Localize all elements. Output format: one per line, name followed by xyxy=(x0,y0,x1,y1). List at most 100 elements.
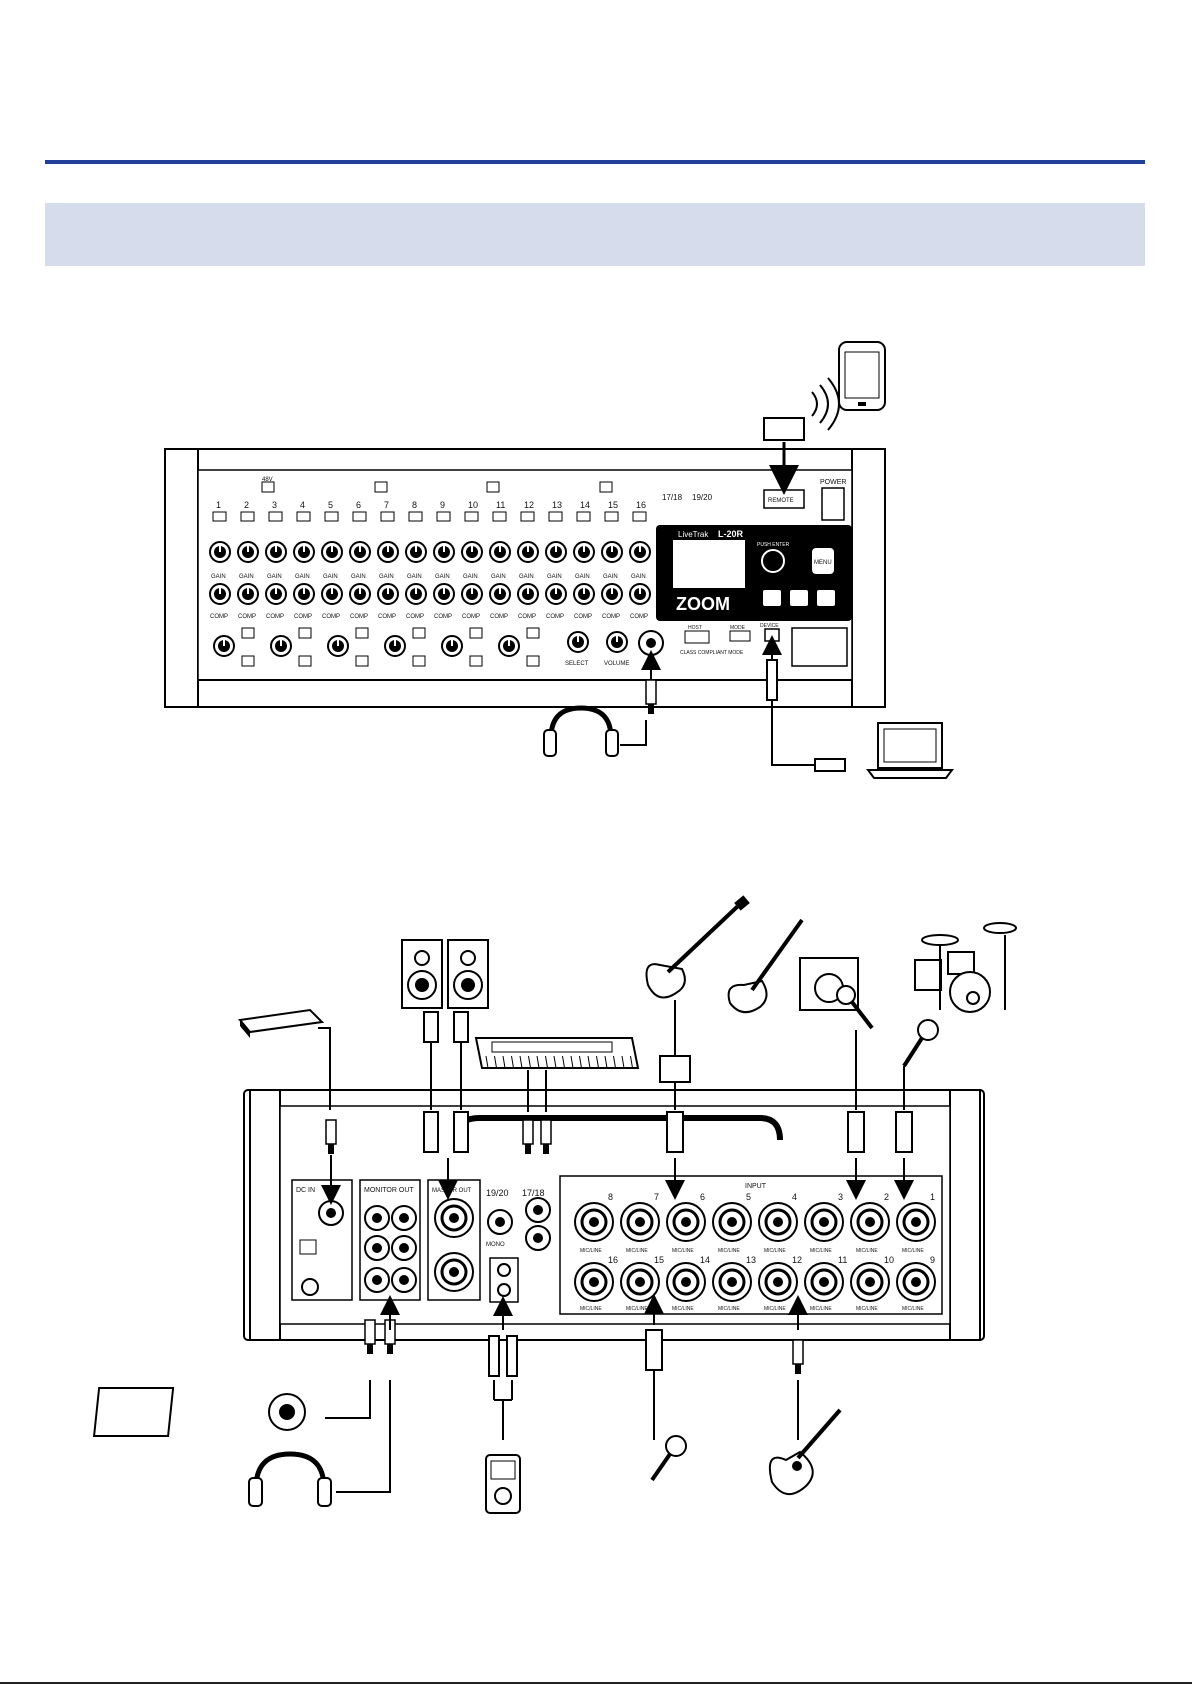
monitor-button[interactable] xyxy=(298,627,312,639)
xlr-combo-input[interactable] xyxy=(711,1201,753,1243)
comp-knob[interactable] xyxy=(517,583,539,605)
gain-knob[interactable] xyxy=(545,541,567,563)
xlr-combo-input[interactable] xyxy=(757,1261,799,1303)
pad-button[interactable] xyxy=(408,511,423,522)
gain-knob[interactable] xyxy=(237,541,259,563)
gain-knob[interactable] xyxy=(265,541,287,563)
comp-knob[interactable] xyxy=(237,583,259,605)
monitor-master-row[interactable] xyxy=(213,627,540,667)
comp-knob[interactable] xyxy=(377,583,399,605)
comp-knob[interactable] xyxy=(433,583,455,605)
monitor-button[interactable] xyxy=(241,627,255,639)
play-button[interactable] xyxy=(790,590,808,606)
pad-button[interactable] xyxy=(436,511,451,522)
comp-knob[interactable] xyxy=(461,583,483,605)
xlr-combo-input[interactable] xyxy=(619,1201,661,1243)
power-switch[interactable] xyxy=(821,487,845,521)
pad-button[interactable] xyxy=(296,511,311,522)
rca-l[interactable] xyxy=(497,1263,511,1277)
pad-button[interactable] xyxy=(576,511,591,522)
comp-knob[interactable] xyxy=(545,583,567,605)
xlr-combo-input[interactable] xyxy=(665,1201,707,1243)
pad-button[interactable] xyxy=(520,511,535,522)
comp-knob[interactable] xyxy=(405,583,427,605)
monitor-knob[interactable] xyxy=(327,635,349,657)
monitor-knob[interactable] xyxy=(498,635,520,657)
comp-knob[interactable] xyxy=(489,583,511,605)
pad-button[interactable] xyxy=(632,511,647,522)
stop-button[interactable] xyxy=(763,590,781,606)
phantom-buttons[interactable] xyxy=(261,481,613,493)
monitor-button[interactable] xyxy=(355,627,369,639)
gain-knob[interactable] xyxy=(601,541,623,563)
sd-card-slot[interactable] xyxy=(791,627,848,667)
gain-knob[interactable] xyxy=(321,541,343,563)
gain-knob[interactable] xyxy=(517,541,539,563)
gain-knob[interactable] xyxy=(573,541,595,563)
xlr-combo-input[interactable] xyxy=(757,1201,799,1243)
monitor-mute-button[interactable] xyxy=(355,655,369,667)
pad-button[interactable] xyxy=(380,511,395,522)
gain-knob[interactable] xyxy=(629,541,651,563)
monitor-button[interactable] xyxy=(412,627,426,639)
monitor-mute-button[interactable] xyxy=(469,655,483,667)
xlr-combo-input[interactable] xyxy=(573,1201,615,1243)
gain-knob[interactable] xyxy=(461,541,483,563)
gain-knob[interactable] xyxy=(377,541,399,563)
record-button[interactable] xyxy=(817,590,835,606)
host-port[interactable] xyxy=(684,630,710,644)
master-out-r[interactable] xyxy=(433,1251,475,1293)
monitor-button[interactable] xyxy=(469,627,483,639)
comp-knob[interactable] xyxy=(629,583,651,605)
ch1718-jack-r[interactable] xyxy=(525,1225,551,1251)
channel-knobs[interactable]: GAINCOMPGAINCOMPGAINCOMPGAINCOMPGAINCOMP… xyxy=(209,511,651,620)
mic-line-inputs[interactable]: 8MIC/LINE7MIC/LINE6MIC/LINE5MIC/LINE4MIC… xyxy=(573,1192,937,1312)
xlr-combo-input[interactable] xyxy=(895,1261,937,1303)
device-usb-port[interactable] xyxy=(764,628,780,642)
ch1718-jack-l[interactable] xyxy=(525,1197,551,1223)
monitor-mute-button[interactable] xyxy=(412,655,426,667)
pad-button[interactable] xyxy=(352,511,367,522)
comp-knob[interactable] xyxy=(321,583,343,605)
gain-knob[interactable] xyxy=(489,541,511,563)
xlr-combo-input[interactable] xyxy=(573,1261,615,1303)
ch1920-jack[interactable] xyxy=(487,1209,513,1235)
comp-knob[interactable] xyxy=(349,583,371,605)
pad-button[interactable] xyxy=(464,511,479,522)
volume-knob[interactable] xyxy=(606,631,628,653)
xlr-combo-input[interactable] xyxy=(619,1261,661,1303)
comp-knob[interactable] xyxy=(209,583,231,605)
select-knob[interactable] xyxy=(567,631,589,653)
comp-knob[interactable] xyxy=(293,583,315,605)
xlr-combo-input[interactable] xyxy=(803,1201,845,1243)
monitor-button[interactable] xyxy=(526,627,540,639)
monitor-knob[interactable] xyxy=(441,635,463,657)
pad-button[interactable] xyxy=(548,511,563,522)
pad-button[interactable] xyxy=(604,511,619,522)
gain-knob[interactable] xyxy=(349,541,371,563)
comp-knob[interactable] xyxy=(573,583,595,605)
pad-button[interactable] xyxy=(212,511,227,522)
xlr-combo-input[interactable] xyxy=(849,1201,891,1243)
mode-switch[interactable] xyxy=(729,630,751,642)
gain-knob[interactable] xyxy=(293,541,315,563)
monitor-knob[interactable] xyxy=(384,635,406,657)
gain-knob[interactable] xyxy=(433,541,455,563)
gain-knob[interactable] xyxy=(209,541,231,563)
xlr-combo-input[interactable] xyxy=(895,1201,937,1243)
pad-button[interactable] xyxy=(268,511,283,522)
footswitch-jack[interactable] xyxy=(318,1200,344,1226)
gain-knob[interactable] xyxy=(405,541,427,563)
rca-r[interactable] xyxy=(497,1283,511,1297)
xlr-combo-input[interactable] xyxy=(849,1261,891,1303)
push-enter-knob[interactable] xyxy=(761,549,785,573)
master-out-l[interactable] xyxy=(433,1197,475,1239)
monitor-knob[interactable] xyxy=(270,635,292,657)
pad-button[interactable] xyxy=(240,511,255,522)
pad-button[interactable] xyxy=(492,511,507,522)
monitor-mute-button[interactable] xyxy=(298,655,312,667)
xlr-combo-input[interactable] xyxy=(665,1261,707,1303)
monitor-mute-button[interactable] xyxy=(241,655,255,667)
monitor-knob[interactable] xyxy=(213,635,235,657)
pad-button[interactable] xyxy=(324,511,339,522)
